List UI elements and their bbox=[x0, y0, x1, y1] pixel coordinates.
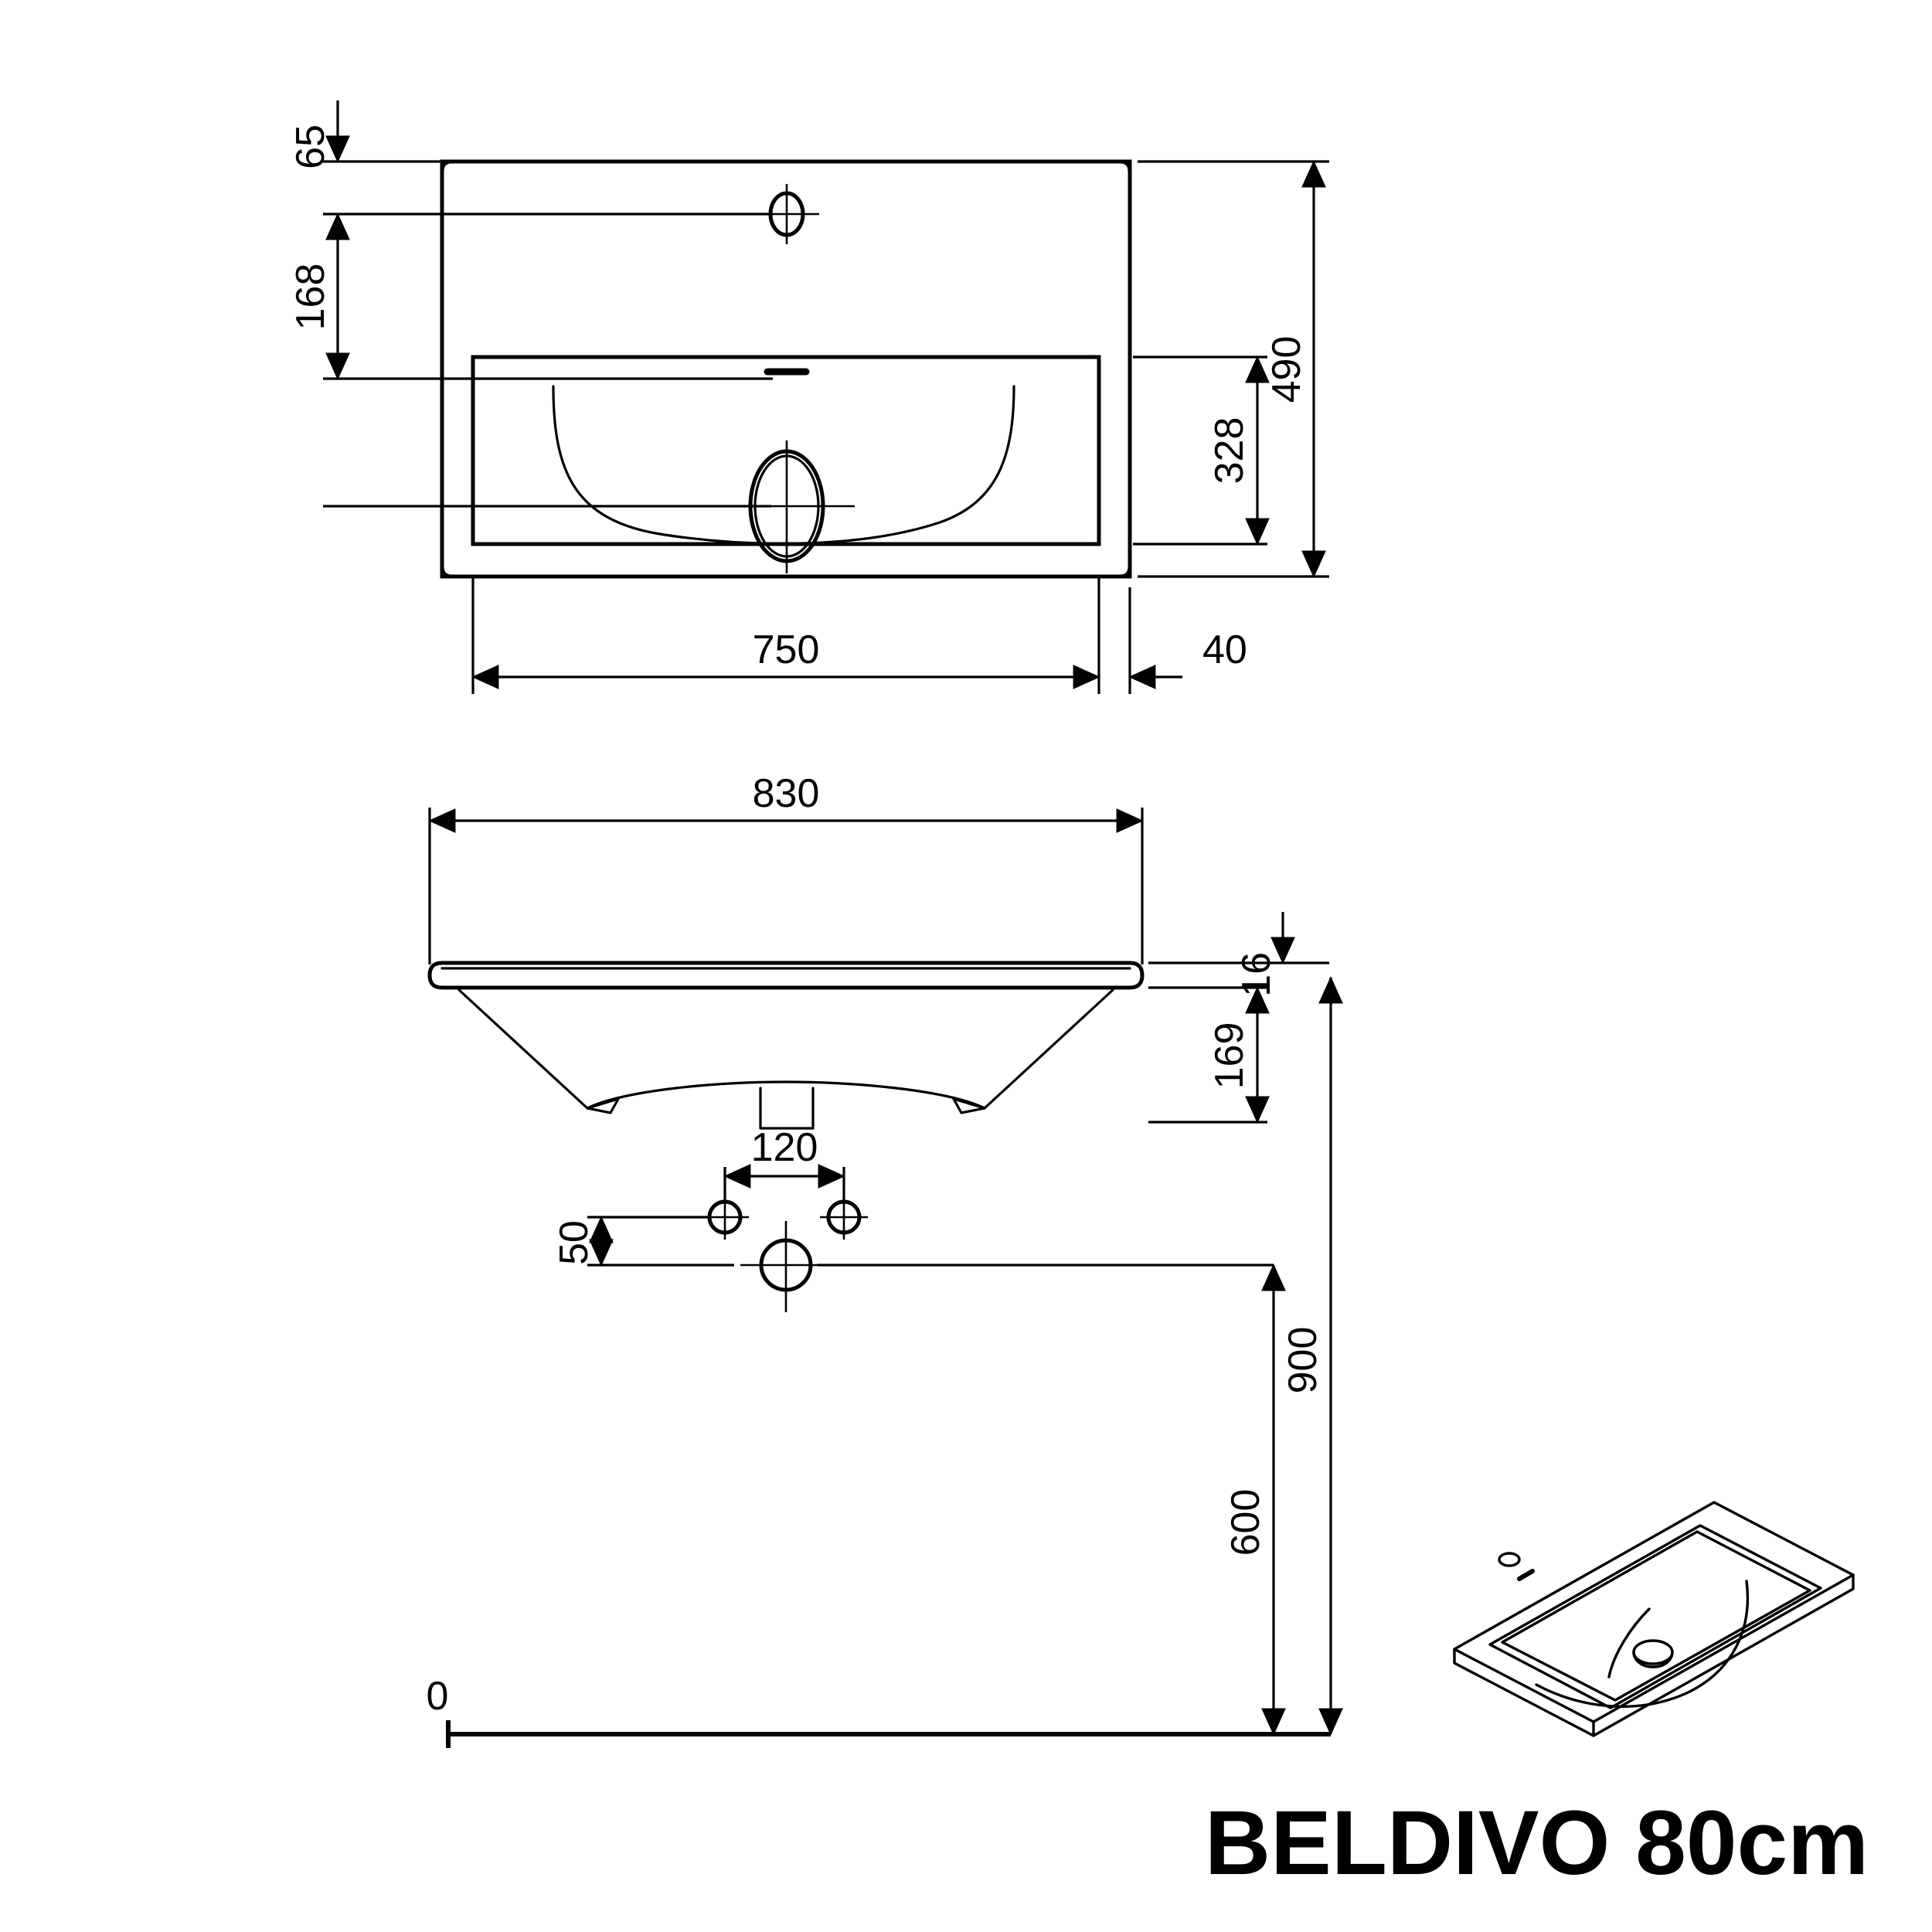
basin-inner-outline bbox=[471, 355, 1101, 546]
mounting-hole-detail-view: 120 50 bbox=[552, 1125, 868, 1312]
iso-front-thickness bbox=[1453, 1648, 1595, 1737]
dimension-65-label: 65 bbox=[288, 124, 333, 169]
dimension-830-label: 830 bbox=[753, 771, 820, 816]
dimension-490-label: 490 bbox=[1264, 336, 1309, 403]
dimension-40-label: 40 bbox=[1202, 628, 1247, 672]
dimension-900: 900 bbox=[1281, 976, 1343, 1736]
iso-top-face bbox=[1453, 1501, 1855, 1723]
datum-zero-label: 0 bbox=[427, 1674, 449, 1719]
corner-top-left bbox=[440, 159, 453, 172]
dimension-168: 168 bbox=[288, 213, 773, 380]
dimension-50-label: 50 bbox=[552, 1220, 597, 1265]
dimension-120: 120 bbox=[723, 1125, 845, 1202]
corner-bottom-left bbox=[440, 566, 453, 579]
iso-bowl-inner-curve bbox=[1607, 1607, 1651, 1679]
isometric-product-view bbox=[1453, 1501, 1855, 1737]
iso-tap-hole bbox=[1498, 1552, 1521, 1567]
rim-slab-profile bbox=[427, 961, 1145, 990]
dimension-600-label: 600 bbox=[1223, 1489, 1268, 1556]
dimension-16: 16 bbox=[1148, 912, 1329, 997]
iso-overflow-slot bbox=[1517, 1569, 1535, 1581]
iso-inner-rim bbox=[1488, 1524, 1822, 1709]
bowl-right-wall bbox=[983, 988, 1114, 1110]
bowl-contour-curve bbox=[552, 385, 1015, 545]
dimension-750-label: 750 bbox=[753, 628, 820, 672]
elevation-height-dimensions: 0 600 900 bbox=[427, 976, 1343, 1748]
dimension-328-label: 328 bbox=[1207, 417, 1252, 485]
iso-drain-plug bbox=[1632, 1639, 1674, 1668]
iso-bowl-curve bbox=[1535, 1580, 1750, 1708]
dimension-490: 490 bbox=[1138, 160, 1329, 578]
product-title: BELDIVO 80cm bbox=[1205, 1792, 1869, 1894]
dimension-750: 750 bbox=[471, 577, 1100, 694]
drain-axis-circle bbox=[740, 1221, 833, 1312]
dimension-600: 600 bbox=[1223, 1264, 1286, 1736]
dimension-168-label: 168 bbox=[288, 264, 333, 331]
dimension-120-label: 120 bbox=[751, 1125, 818, 1170]
bowl-bottom-curve bbox=[586, 1080, 986, 1110]
top-view: 65 168 490 bbox=[288, 100, 1329, 694]
dimension-65: 65 bbox=[288, 100, 618, 169]
corner-bottom-right bbox=[1119, 566, 1132, 579]
basin-outer-outline bbox=[440, 159, 1132, 579]
corner-top-right bbox=[1119, 159, 1132, 172]
front-section-view: 830 16 169 bbox=[427, 771, 1329, 1130]
iso-basin-shelf bbox=[1501, 1530, 1811, 1702]
dimension-328: 328 bbox=[1133, 355, 1270, 546]
foot-tab-left bbox=[586, 1097, 620, 1114]
dimension-830: 830 bbox=[428, 771, 1144, 964]
dimension-900-label: 900 bbox=[1281, 1327, 1325, 1394]
waste-outlet-stub bbox=[759, 1087, 815, 1130]
iso-right-thickness bbox=[1592, 1573, 1855, 1737]
dimension-169: 169 bbox=[1148, 986, 1270, 1124]
foot-tab-right bbox=[952, 1097, 986, 1114]
bowl-left-wall bbox=[457, 988, 589, 1110]
dimension-169-label: 169 bbox=[1207, 1022, 1252, 1090]
dimension-40: 40 bbox=[1128, 587, 1247, 694]
dimension-50: 50 bbox=[552, 1216, 734, 1267]
